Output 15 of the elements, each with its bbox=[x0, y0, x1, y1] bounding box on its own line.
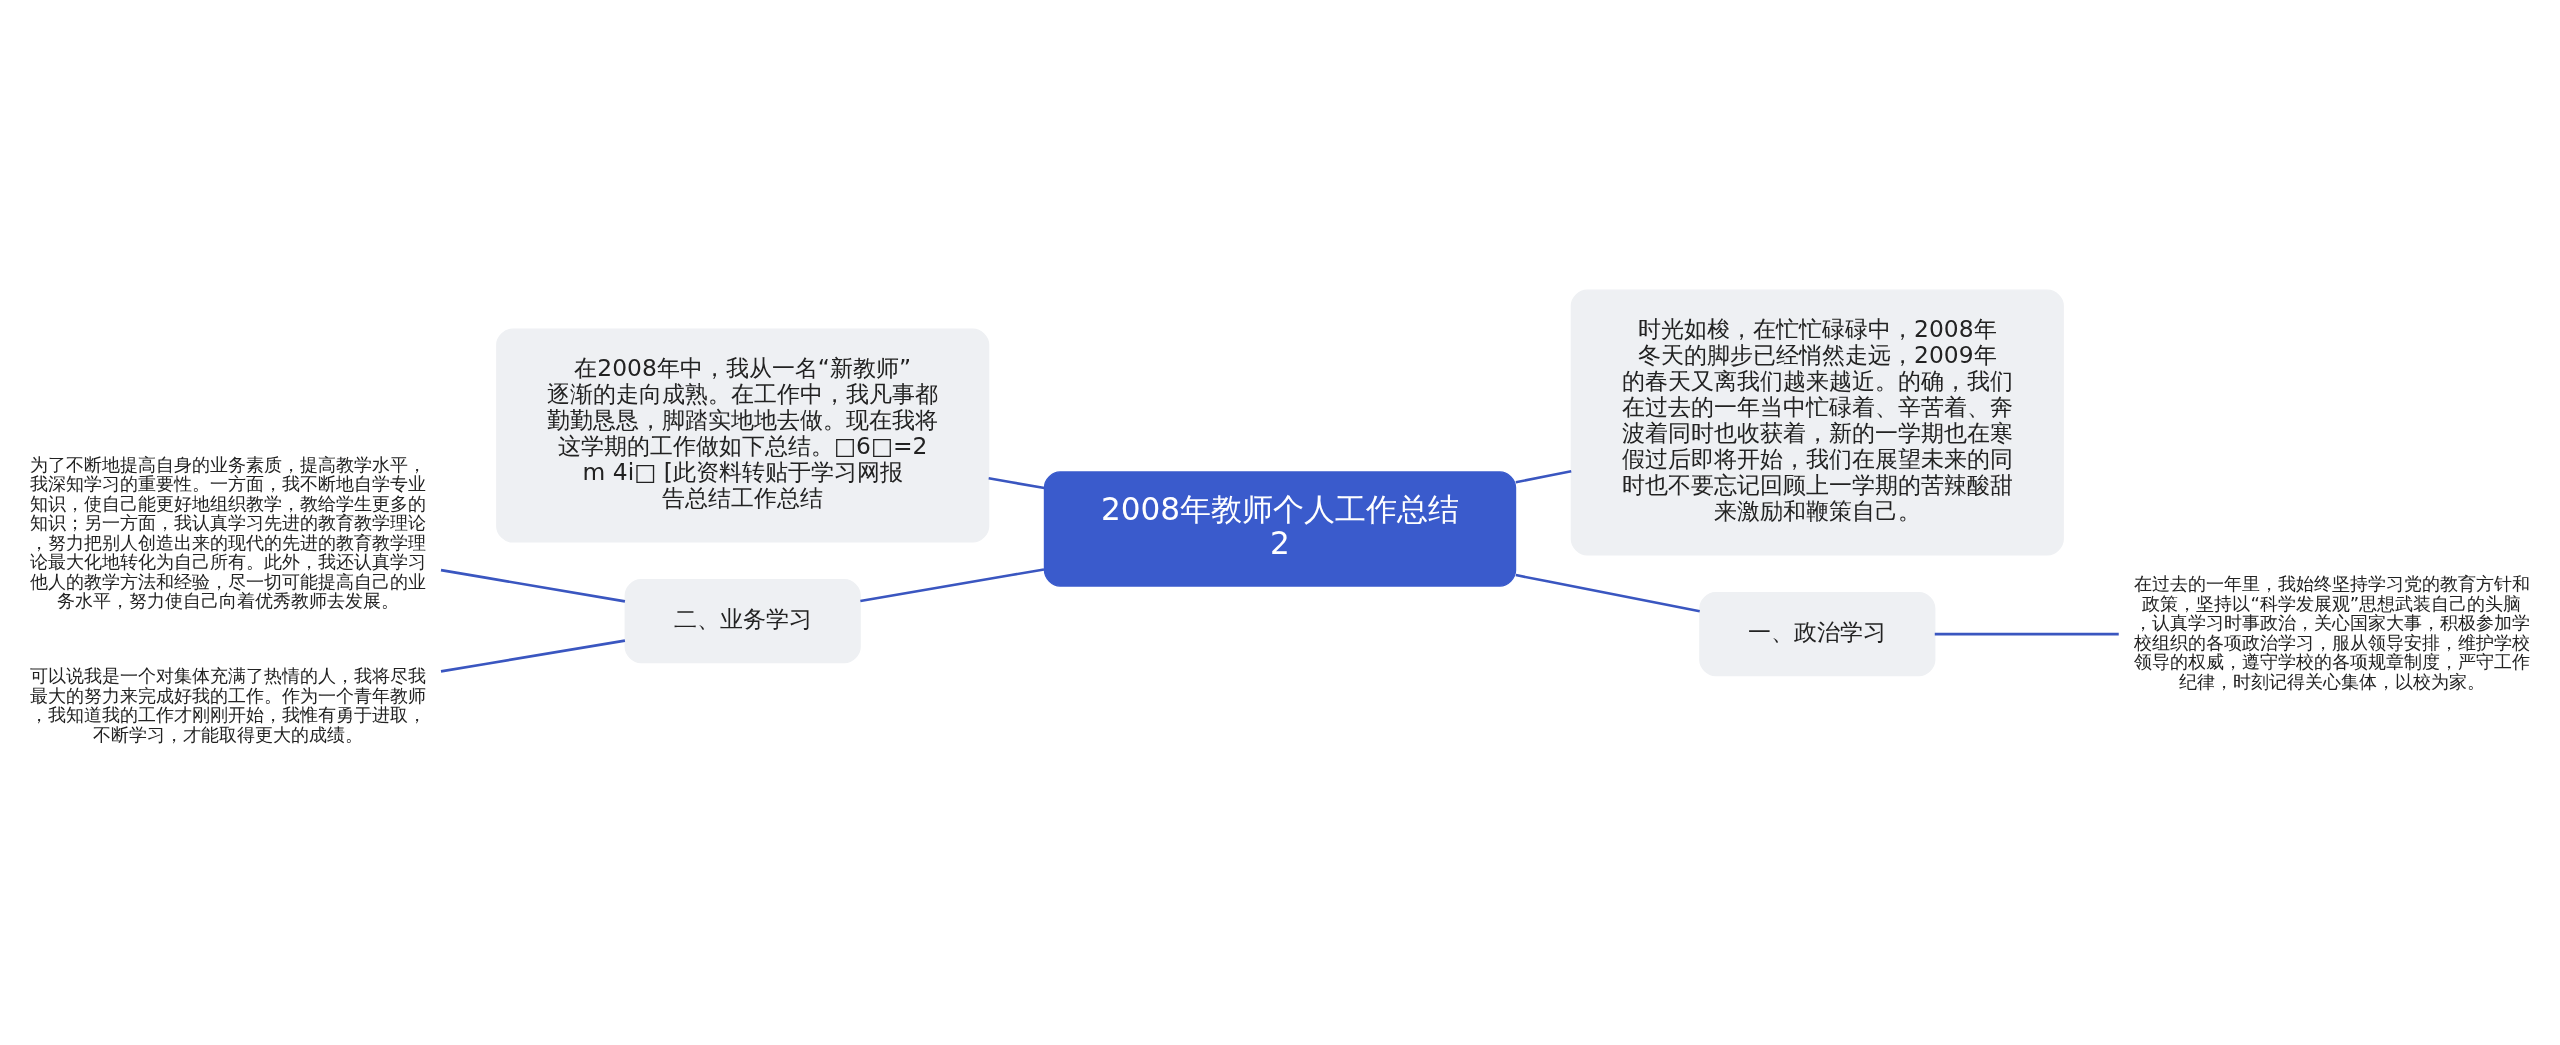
node-text: 在过去的一年里，我始终坚持学习党的教育方针和政策，坚持以“科学发展观”思想武装自己的头脑，认真学习时事政治，关心国家大事，积极参加学校组织的各项政治学习，服从领导安排，维护学校领导的权威，遵守学校的各项规章制度，严守工作纪律，时刻记得关心集体，以校为家。 bbox=[2133, 573, 2530, 692]
node-text: 可以说我是一个对集体充满了热情的人，我将尽我最大的努力来完成好我的工作。作为一个青年教师，我知道我的工作才刚刚开始，我惟有勇于进取，不断学习，才能取得更大的成绩。 bbox=[30, 665, 427, 745]
node-box: 在2008年中，我从一名“新教师”逐渐的走向成熟。在工作中，我凡事都勤勤恳恳，脚踏实地地去做。现在我将这学期的工作做如下总结。□6□=2m 4i□ [此资料转贴于学习网报告总结工作总结 bbox=[496, 328, 990, 543]
connector bbox=[440, 568, 626, 603]
connector bbox=[1515, 573, 1700, 613]
node-box: 时光如梭，在忙忙碌碌中，2008年冬天的脚步已经悄然走远，2009年的春天又离我们越来越近。的确，我们在过去的一年当中忙碌着、辛苦着、奔波着同时也收获着，新的一学期也在寒假过后即将开始，我们在展望未来的同时也不要忘记回顾上一学期的苦辣酸甜来激励和鞭策自己。 bbox=[1570, 289, 2064, 556]
connector bbox=[1515, 470, 1572, 484]
connector bbox=[988, 477, 1045, 490]
connector bbox=[440, 639, 626, 673]
node-box: 2008年教师个人工作总结2 bbox=[1043, 471, 1517, 587]
connector bbox=[860, 568, 1045, 603]
node-text: 为了不断地提高自身的业务素质，提高教学水平，我深知学习的重要性。一方面，我不断地自学专业知识，使自己能更好地组织教学，教给学生更多的知识；另一方面，我认真学习先进的教育教学理论，努力把别人创造出来的现代的先进的教育教学理论最大化地转化为自己所有。此外，我还认真学习他人的教学方法和经验，尽一切可能提高自己的业务水平，努力使自己向着优秀教师去发展。 bbox=[30, 453, 427, 612]
node-box: 二、业务学习 bbox=[624, 578, 861, 664]
connector bbox=[1934, 632, 2119, 636]
node-box: 一、政治学习 bbox=[1699, 591, 1936, 677]
